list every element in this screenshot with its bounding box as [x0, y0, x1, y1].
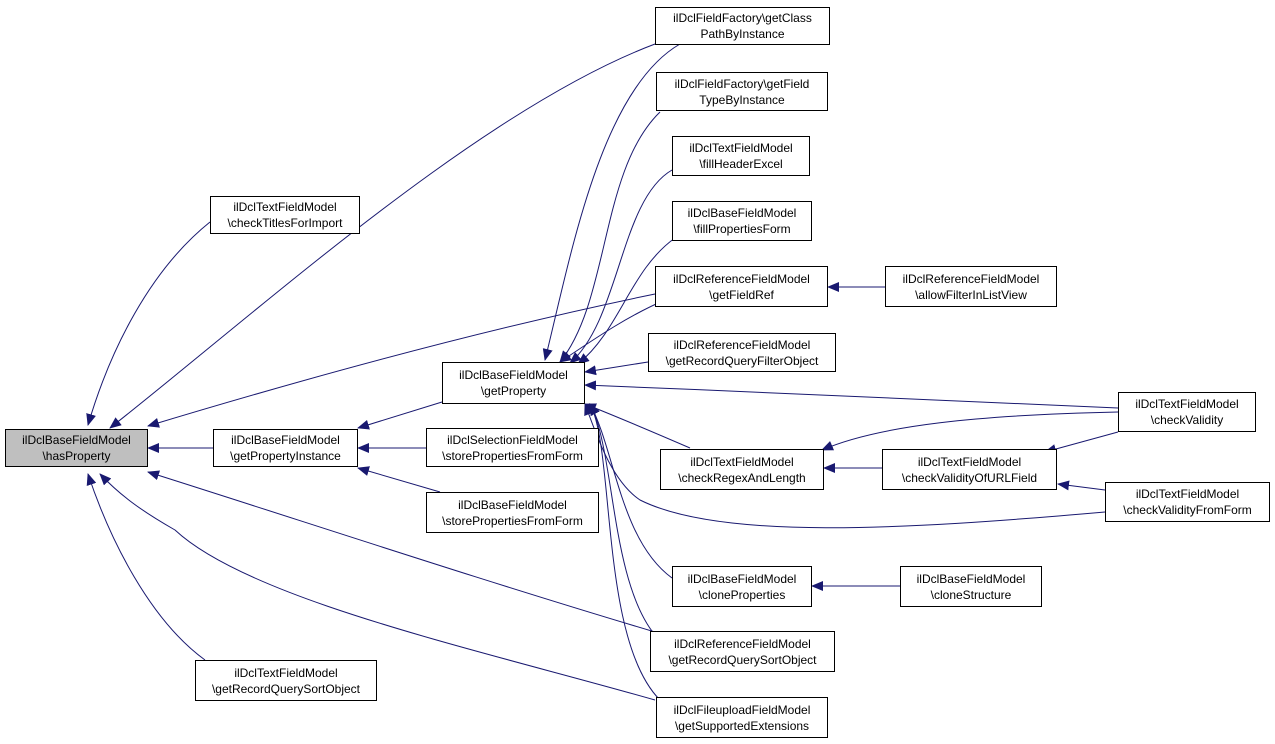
node-text-getRecordQuerySortObject[interactable]: ilDclTextFieldModel \getRecordQuerySortO… [195, 660, 377, 701]
node-class: ilDclBaseFieldModel [458, 497, 567, 512]
node-method: TypeByInstance [699, 92, 785, 107]
edge-refSortObject-hasProperty [147, 470, 656, 633]
node-class: ilDclFieldFactory\getClass [673, 11, 812, 25]
node-method: \getFieldRef [709, 287, 774, 302]
node-method: \storePropertiesFromForm [442, 513, 583, 528]
edge-checkTitlesForImport-hasProperty [86, 221, 211, 426]
node-class: ilDclBaseFieldModel [459, 368, 568, 382]
node-method: PathByInstance [700, 27, 785, 41]
edge-fileupload-hasProperty [99, 473, 656, 701]
node-class: ilDclBaseFieldModel [22, 433, 131, 447]
node-getFieldRef[interactable]: ilDclReferenceFieldModel \getFieldRef [655, 266, 828, 307]
node-method: \getRecordQuerySortObject [211, 681, 361, 696]
edge-getProperty-getPropertyInstance [357, 401, 443, 430]
node-fillPropertiesForm[interactable]: ilDclBaseFieldModel \fillPropertiesForm [672, 201, 812, 241]
node-method: \checkValidityFromForm [1123, 503, 1252, 517]
edge-cloneProps-getProperty [589, 403, 673, 579]
node-class: ilDclTextFieldModel [1135, 397, 1239, 411]
node-method: \fillHeaderExcel [699, 157, 783, 171]
edge-checkValidity-urlField [1044, 431, 1119, 454]
node-allowFilterInListView[interactable]: ilDclReferenceFieldModel \allowFilterInL… [885, 266, 1057, 307]
node-getRecordQueryFilterObject[interactable]: ilDclReferenceFieldModel \getRecordQuery… [648, 333, 836, 372]
node-class: ilDclBaseFieldModel [687, 571, 797, 586]
edge-classPath-hasProperty [109, 43, 656, 429]
node-class: ilDclTextFieldModel [917, 454, 1022, 469]
edge-validityFromForm-urlField [1057, 480, 1106, 491]
node-cloneStructure[interactable]: ilDclBaseFieldModel \cloneStructure [900, 566, 1042, 607]
node-class: ilDclBaseFieldModel [687, 206, 797, 220]
node-method: \fillPropertiesForm [693, 222, 791, 236]
node-method: \hasProperty [42, 449, 111, 463]
node-base-storePropertiesFromForm[interactable]: ilDclBaseFieldModel \storePropertiesFrom… [426, 492, 599, 533]
node-ref-getRecordQuerySortObject[interactable]: ilDclReferenceFieldModel \getRecordQuery… [650, 631, 835, 672]
node-class: ilDclFieldFactory\getField [674, 76, 810, 91]
node-class: ilDclReferenceFieldModel [673, 271, 810, 286]
edge-refSortObj-getProperty [589, 403, 656, 636]
node-hasProperty: ilDclBaseFieldModel \hasProperty [5, 429, 148, 467]
node-checkTitlesForImport[interactable]: ilDclTextFieldModel \checkTitlesForImpor… [210, 196, 360, 234]
edge-classPath-getProperty [542, 43, 681, 361]
node-class: ilDclReferenceFieldModel [673, 337, 811, 352]
node-checkRegexAndLength[interactable]: ilDclTextFieldModel \checkRegexAndLength [660, 449, 824, 490]
node-class: ilDclTextFieldModel [1135, 487, 1240, 501]
node-class: ilDclTextFieldModel [689, 141, 793, 155]
node-class: ilDclFileuploadFieldModel [673, 702, 811, 717]
node-method: \checkValidityOfURLField [901, 470, 1038, 485]
node-method: \cloneProperties [698, 587, 786, 602]
node-method: \getProperty [480, 384, 547, 398]
node-method: \getRecordQuerySortObject [668, 652, 817, 667]
edge-typeByInstance-getProperty [559, 111, 661, 363]
node-class: ilDclBaseFieldModel [231, 433, 340, 447]
node-class: ilDclBaseFieldModel [916, 571, 1026, 586]
edge-fieldRef-hasProperty [147, 293, 656, 428]
node-method: \checkRegexAndLength [678, 470, 806, 485]
node-method: \cloneStructure [930, 587, 1012, 602]
edge-fillProps-getProperty [577, 237, 676, 365]
node-fillHeaderExcel[interactable]: ilDclTextFieldModel \fillHeaderExcel [672, 136, 810, 176]
edge-textSortObject-hasProperty [86, 473, 206, 661]
node-getSupportedExtensions[interactable]: ilDclFileuploadFieldModel \getSupportedE… [656, 697, 828, 738]
edge-baseStore-getPropertyInstance [357, 466, 441, 493]
node-method: \allowFilterInListView [915, 287, 1027, 302]
node-cloneProperties[interactable]: ilDclBaseFieldModel \cloneProperties [672, 566, 812, 607]
node-getFieldTypeByInstance[interactable]: ilDclFieldFactory\getField TypeByInstanc… [656, 72, 828, 111]
node-checkValidityOfURLField[interactable]: ilDclTextFieldModel \checkValidityOfURLF… [882, 449, 1057, 490]
node-method: \checkTitlesForImport [227, 216, 343, 230]
node-class: ilDclReferenceFieldModel [674, 636, 811, 651]
node-class: ilDclTextFieldModel [690, 454, 794, 469]
edge-checkValidity-regex [821, 411, 1119, 451]
node-class: ilDclReferenceFieldModel [902, 271, 1040, 286]
edge-filterObject-getProperty [584, 361, 649, 376]
node-method: \getRecordQueryFilterObject [665, 353, 819, 368]
node-getClassPathByInstance[interactable]: ilDclFieldFactory\getClass PathByInstanc… [655, 7, 830, 45]
edge-validityFromForm-getProperty [584, 403, 1106, 529]
node-method: \storePropertiesFromForm [442, 448, 583, 463]
node-class: ilDclTextFieldModel [234, 665, 338, 680]
node-method: \getPropertyInstance [230, 449, 341, 463]
node-class: ilDclSelectionFieldModel [447, 432, 578, 447]
edge-fieldRef-getProperty [559, 299, 666, 363]
node-checkValidity[interactable]: ilDclTextFieldModel \checkValidity [1118, 392, 1256, 432]
node-method: \getSupportedExtensions [674, 718, 810, 733]
node-selection-storePropertiesFromForm[interactable]: ilDclSelectionFieldModel \storePropertie… [426, 428, 599, 467]
edge-fillHeader-getProperty [569, 169, 673, 364]
node-checkValidityFromForm[interactable]: ilDclTextFieldModel \checkValidityFromFo… [1105, 482, 1270, 522]
node-getPropertyInstance[interactable]: ilDclBaseFieldModel \getPropertyInstance [213, 429, 358, 467]
node-class: ilDclTextFieldModel [233, 200, 337, 214]
node-getProperty[interactable]: ilDclBaseFieldModel \getProperty [442, 362, 585, 404]
node-method: \checkValidity [1150, 413, 1224, 427]
edge-checkValidity-getProperty [584, 380, 1119, 409]
